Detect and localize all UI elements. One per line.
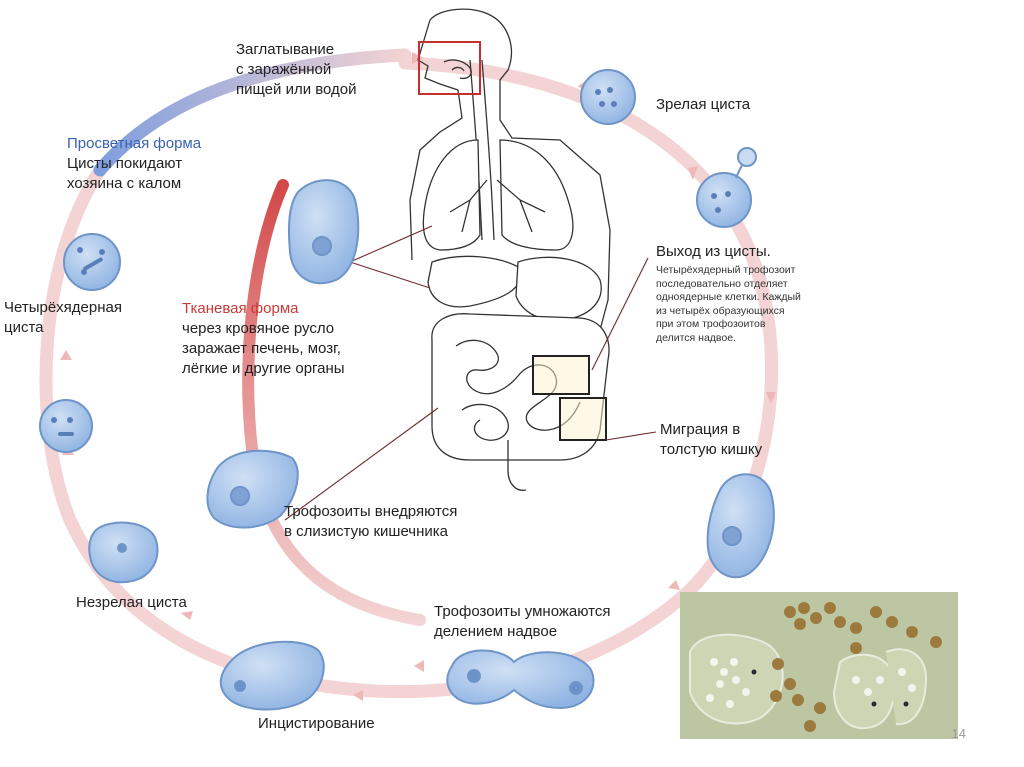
label-four-nucleus-line: циста bbox=[4, 319, 44, 336]
label-excystation: Выход из цисты. bbox=[656, 242, 771, 262]
cyst-two-nucleus bbox=[39, 399, 93, 453]
label-migration-line: Миграция в bbox=[660, 421, 741, 438]
trophozoite-colon bbox=[706, 473, 775, 579]
label-lumen-form-title: Просветная форма bbox=[67, 135, 202, 152]
label-lumen-form: Просветная форма Цисты покидают хозяина … bbox=[67, 134, 201, 194]
label-ingestion-line: пищей или водой bbox=[236, 81, 357, 98]
label-encystation: Инцистирование bbox=[258, 715, 375, 732]
label-excystation-line: из четырёх образующихся bbox=[656, 304, 785, 317]
cyst-four-nucleus bbox=[63, 233, 121, 291]
label-excystation-line: при этом трофозоитов bbox=[656, 318, 766, 330]
label-invade-line: в слизистую кишечника bbox=[284, 523, 449, 540]
cyst-excysting bbox=[696, 147, 757, 228]
focus-boxes bbox=[418, 41, 607, 441]
cyst-immature bbox=[88, 521, 159, 584]
cyst-mature bbox=[580, 69, 636, 125]
label-tissue-form: Тканевая форма через кровяное русло зара… bbox=[182, 299, 345, 379]
label-multiply-line: делением надвое bbox=[434, 623, 558, 640]
label-multiply-line: Трофозоиты умножаются bbox=[434, 603, 611, 620]
label-multiply: Трофозоиты умножаются делением надвое bbox=[434, 602, 611, 642]
label-invade-line: Трофозоиты внедряются bbox=[284, 503, 458, 520]
label-excystation-desc: Четырёхядерный трофозоит последовательно… bbox=[656, 264, 801, 345]
trophozoite-dividing bbox=[446, 649, 595, 710]
label-invade: Трофозоиты внедряются в слизистую кишечн… bbox=[284, 502, 457, 542]
label-tissue-form-line: лёгкие и другие органы bbox=[182, 360, 345, 377]
label-lumen-form-line: хозяина с калом bbox=[67, 175, 182, 192]
label-lumen-form-line: Цисты покидают bbox=[67, 155, 183, 172]
label-tissue-form-line: через кровяное русло bbox=[182, 320, 335, 337]
micrograph-image bbox=[680, 592, 958, 739]
trophozoite-tissue bbox=[288, 179, 360, 285]
label-ingestion: Заглатывание с заражённой пищей или водо… bbox=[236, 40, 357, 100]
label-ingestion-line: с заражённой bbox=[236, 61, 332, 78]
label-four-nucleus-line: Четырёхядерная bbox=[4, 299, 122, 316]
label-excystation-line: одноядерные клетки. Каждый bbox=[656, 291, 801, 303]
label-tissue-form-line: заражает печень, мозг, bbox=[182, 340, 341, 357]
label-excystation-title: Выход из цисты. bbox=[656, 243, 771, 260]
label-immature-cyst: Незрелая циста bbox=[76, 594, 187, 611]
leader-lines bbox=[284, 225, 657, 521]
trophozoite-invading bbox=[206, 449, 299, 529]
label-excystation-line: последовательно отделяет bbox=[656, 277, 788, 290]
label-mature-cyst: Зрелая циста bbox=[656, 96, 751, 113]
label-four-nucleus-cyst: Четырёхядерная циста bbox=[4, 298, 122, 338]
label-tissue-form-title: Тканевая форма bbox=[182, 300, 299, 317]
page-number: 14 bbox=[951, 726, 966, 741]
label-ingestion-line: Заглатывание bbox=[236, 41, 335, 58]
label-excystation-line: Четырёхядерный трофозоит bbox=[656, 264, 796, 276]
cyst-encysting bbox=[219, 640, 325, 711]
label-migration-line: толстую кишку bbox=[660, 441, 763, 458]
label-excystation-line: делится надвое. bbox=[656, 331, 736, 344]
parasite-cells bbox=[39, 69, 775, 711]
micrograph-photo bbox=[680, 592, 958, 739]
label-migration: Миграция в толстую кишку bbox=[660, 420, 762, 460]
